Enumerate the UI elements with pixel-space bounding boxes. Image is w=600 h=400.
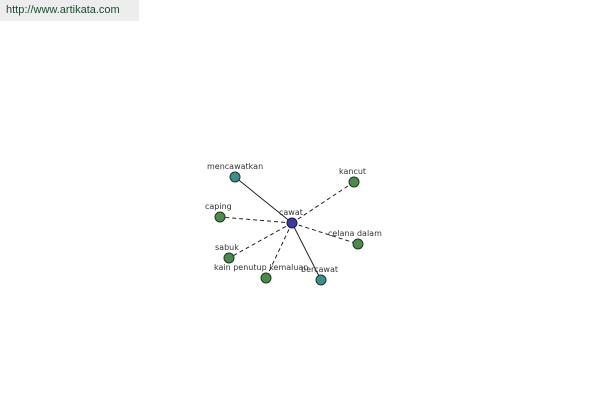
edge-cawat-mencawatkan xyxy=(234,176,293,224)
edge-cawat-celana-dalam xyxy=(291,222,359,245)
site-url[interactable]: http://www.artikata.com xyxy=(0,0,139,21)
node-caping[interactable] xyxy=(214,211,226,223)
node-mencawatkan[interactable] xyxy=(229,171,241,183)
node-kain-penutup-kemaluan[interactable] xyxy=(260,272,272,284)
label-caping[interactable]: caping xyxy=(205,202,232,211)
labels-group: mencawatkan kancut caping celana dalam sabuk… xyxy=(205,162,382,274)
edge-cawat-sabuk xyxy=(228,222,293,259)
node-cawat-center[interactable] xyxy=(286,217,298,229)
node-kancut[interactable] xyxy=(348,176,360,188)
nodes-group xyxy=(214,171,364,286)
edges-group xyxy=(219,176,359,281)
edge-cawat-kain-penutup-kemaluan xyxy=(265,222,293,279)
node-sabuk[interactable] xyxy=(223,252,235,264)
label-celana-dalam[interactable]: celana dalam xyxy=(328,229,382,238)
edge-cawat-kancut xyxy=(291,181,355,224)
node-bercawat[interactable] xyxy=(315,274,327,286)
edge-cawat-caping xyxy=(219,216,293,224)
label-kancut[interactable]: kancut xyxy=(339,167,366,176)
label-kain-penutup-kemaluan[interactable]: kain penutup kemaluan xyxy=(214,263,308,272)
label-mencawatkan[interactable]: mencawatkan xyxy=(207,162,263,171)
edge-cawat-bercawat xyxy=(291,222,322,281)
label-sabuk[interactable]: sabuk xyxy=(215,243,239,252)
label-bercawat[interactable]: bercawat xyxy=(301,265,338,274)
node-celana-dalam[interactable] xyxy=(352,238,364,250)
label-cawat-center[interactable]: cawat xyxy=(279,208,303,217)
